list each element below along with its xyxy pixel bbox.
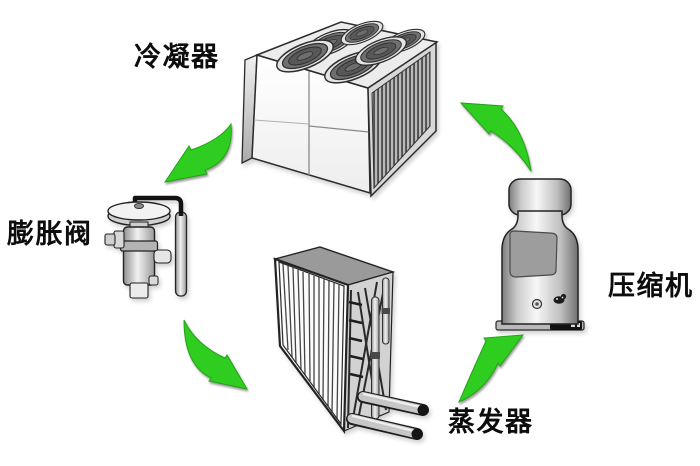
evaporator-fins <box>282 263 340 420</box>
condenser-fan-icons <box>276 20 426 84</box>
label-expansion-valve: 膨胀阀 <box>7 219 93 249</box>
compressor-cap <box>508 178 572 216</box>
compressor-illustration <box>495 178 585 331</box>
valve-diaphragm <box>107 201 171 221</box>
capillary-line <box>132 195 184 216</box>
arrow-condenser-to-valve-icon <box>163 122 232 183</box>
evaporator-fin-face <box>273 257 350 435</box>
arrow-compressor-to-condenser-icon <box>459 102 532 172</box>
expansion-valve-illustration <box>104 195 188 299</box>
condenser-illustration <box>241 20 439 198</box>
compressor-nameplate <box>509 230 558 278</box>
label-condenser: 冷凝器 <box>134 42 220 72</box>
arrow-valve-to-evaporator-icon <box>183 319 249 390</box>
evaporator-illustration <box>272 246 429 440</box>
compressor-terminal-icon <box>553 293 567 304</box>
valve-nut <box>104 233 116 246</box>
valve-bottom-stub <box>129 282 149 299</box>
evaporator-header-pipes <box>346 391 429 440</box>
flow-arrows <box>163 102 532 403</box>
label-evaporator: 蒸发器 <box>448 407 534 437</box>
sensing-bulb-tube <box>174 211 188 297</box>
valve-outlet-stub <box>153 249 172 264</box>
arrow-evaporator-to-compressor-icon <box>458 334 525 403</box>
coil-stubs <box>348 300 364 379</box>
label-compressor: 压缩机 <box>608 271 694 301</box>
